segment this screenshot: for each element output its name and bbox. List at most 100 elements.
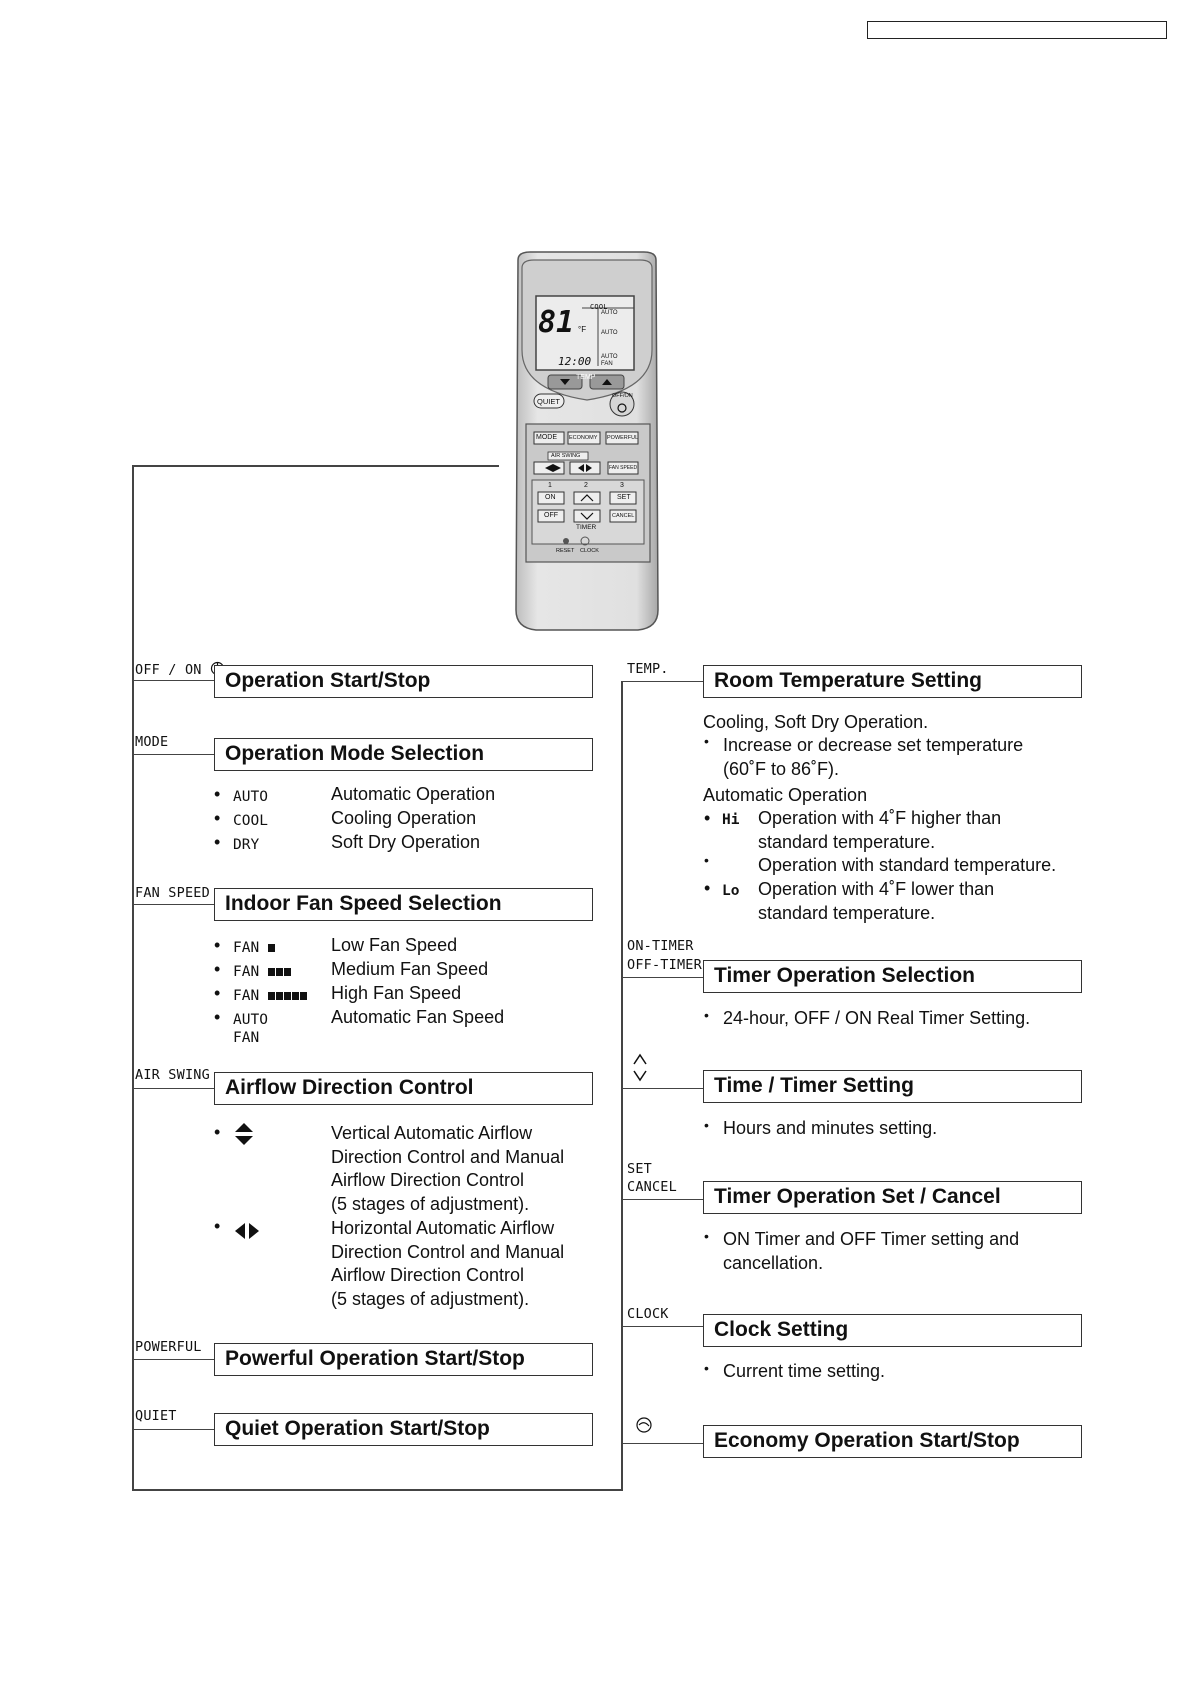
heading-quiet-operation: Quiet Operation Start/Stop xyxy=(214,1413,593,1446)
remote-timer-label: TIMER xyxy=(576,524,597,531)
remote-on-button[interactable]: ON xyxy=(545,494,556,501)
remote-lcd-mode: COOL xyxy=(590,303,608,311)
label-temp: TEMP. xyxy=(627,661,669,677)
airflow-horizontal-1: Horizontal Automatic Airflow xyxy=(331,1218,555,1238)
fan-low-code: FAN xyxy=(233,937,276,961)
airflow-vertical-3: Airflow Direction Control xyxy=(331,1170,525,1190)
label-powerful: POWERFUL xyxy=(135,1339,202,1355)
mode-code-cool: COOL xyxy=(233,813,268,829)
label-fan-speed: FAN SPEED xyxy=(135,885,210,901)
fan-bar xyxy=(275,968,283,976)
remote-reset-button[interactable]: RESET xyxy=(556,548,575,554)
label-clock: CLOCK xyxy=(627,1306,669,1322)
heading-timer-set-cancel: Timer Operation Set / Cancel xyxy=(703,1181,1082,1214)
connector-timer xyxy=(621,977,703,979)
fan-auto-code-2: FAN xyxy=(233,1030,260,1046)
temp-higher-2: standard temperature. xyxy=(758,832,936,852)
airflow-horizontal-2: Direction Control and Manual xyxy=(331,1242,565,1262)
temp-hi-code: Hi xyxy=(722,812,740,828)
remote-timer-3: 3 xyxy=(620,482,624,489)
fan-medium-desc: Medium Fan Speed xyxy=(331,959,489,979)
remote-economy-button[interactable]: ECONOMY xyxy=(569,435,598,441)
heading-airflow-direction: Airflow Direction Control xyxy=(214,1072,593,1105)
fan-high-desc: High Fan Speed xyxy=(331,983,462,1003)
remote-air-swing-label: AIR SWING xyxy=(551,453,581,459)
connector-setcancel xyxy=(621,1199,703,1201)
up-down-arrows-icon xyxy=(633,1053,647,1082)
airflow-horizontal-4: (5 stages of adjustment). xyxy=(331,1289,530,1309)
remote-lcd-auto-2: AUTO xyxy=(601,330,618,336)
airflow-vertical-1: Vertical Automatic Airflow xyxy=(331,1123,533,1143)
label-quiet: QUIET xyxy=(135,1408,177,1424)
airflow-vertical-2: Direction Control and Manual xyxy=(331,1147,565,1167)
remote-set-button[interactable]: SET xyxy=(617,494,631,501)
mode-desc-dry: Soft Dry Operation xyxy=(331,832,481,852)
timer-hours-minutes: Hours and minutes setting. xyxy=(723,1118,938,1138)
fan-medium-code: FAN xyxy=(233,961,292,985)
temp-auto: Automatic Operation xyxy=(703,785,868,805)
mode-bullet-3: • xyxy=(214,832,221,852)
remote-temp-label: TEMP xyxy=(576,374,596,381)
remote-lcd-unit: °F xyxy=(578,325,587,334)
temp-cool-dry: Cooling, Soft Dry Operation. xyxy=(703,712,929,732)
fan-bar xyxy=(267,944,275,952)
fan-auto-code-1: AUTO xyxy=(233,1012,268,1028)
remote-offon-button[interactable]: OFF/ON xyxy=(612,393,633,399)
mode-bullet-2: • xyxy=(214,808,221,828)
airflow-vertical-4: (5 stages of adjustment). xyxy=(331,1194,530,1214)
temp-range: (60˚F to 86˚F). xyxy=(723,759,840,779)
horizontal-swing-icon xyxy=(235,1223,259,1239)
remote-lcd-auto-1: AUTO xyxy=(601,310,618,316)
timer-bullet-1: • xyxy=(704,1007,709,1023)
frame-bottom-line xyxy=(132,1489,622,1491)
remote-quiet-button[interactable]: QUIET xyxy=(537,397,560,406)
fan-bullet-2: • xyxy=(214,959,221,979)
remote-mode-button[interactable]: MODE xyxy=(536,434,557,441)
connector-quiet xyxy=(132,1429,214,1431)
remote-lcd-fan: FAN xyxy=(601,361,613,367)
fan-high-code: FAN xyxy=(233,985,308,1009)
temp-bullet-2: • xyxy=(704,808,711,828)
connector-time xyxy=(621,1088,703,1090)
connector-mode xyxy=(132,754,214,756)
frame-left-line xyxy=(132,465,134,1491)
fan-bar xyxy=(283,992,291,1000)
fan-bar xyxy=(299,992,307,1000)
remote-timer-1: 1 xyxy=(548,482,552,489)
fan-bar xyxy=(275,992,283,1000)
fan-bar xyxy=(283,968,291,976)
fan-auto-desc: Automatic Fan Speed xyxy=(331,1007,505,1027)
heading-powerful-operation: Powerful Operation Start/Stop xyxy=(214,1343,593,1376)
remote-powerful-button[interactable]: POWERFUL xyxy=(607,435,639,441)
connector-fan xyxy=(132,904,214,906)
frame-top-line xyxy=(132,465,499,467)
fan-low-desc: Low Fan Speed xyxy=(331,935,458,955)
airflow-horizontal-3: Airflow Direction Control xyxy=(331,1265,525,1285)
label-off-on: OFF / ON xyxy=(135,661,225,678)
mode-desc-cool: Cooling Operation xyxy=(331,808,477,828)
remote-control-illustration: COOL 81 °F 12:00 AUTO AUTO AUTO FAN TEMP… xyxy=(508,250,666,636)
timer-bullet-4: • xyxy=(704,1360,709,1376)
label-on-timer: ON-TIMER xyxy=(627,938,694,954)
header-box xyxy=(867,21,1167,39)
connector-offon xyxy=(132,680,214,682)
heading-clock-setting: Clock Setting xyxy=(703,1314,1082,1347)
mode-code-dry: DRY xyxy=(233,837,260,853)
timer-current-time: Current time setting. xyxy=(723,1361,886,1381)
remote-off-button[interactable]: OFF xyxy=(544,512,558,519)
remote-cancel-button[interactable]: CANCEL xyxy=(612,513,635,519)
airflow-bullet-2: • xyxy=(214,1216,221,1236)
timer-bullet-2: • xyxy=(704,1117,709,1133)
vertical-swing-icon xyxy=(235,1123,253,1145)
fan-bar xyxy=(291,992,299,1000)
temp-bullet-1: • xyxy=(704,733,709,749)
mode-desc-auto: Automatic Operation xyxy=(331,784,496,804)
label-off-timer: OFF-TIMER xyxy=(627,957,702,973)
economy-icon xyxy=(636,1417,652,1433)
connector-economy xyxy=(621,1443,703,1445)
remote-fan-speed-button[interactable]: FAN SPEED xyxy=(609,465,638,471)
timer-set-cancel-1: ON Timer and OFF Timer setting and xyxy=(723,1229,1020,1249)
remote-clock-button[interactable]: CLOCK xyxy=(580,548,599,554)
connector-powerful xyxy=(132,1359,214,1361)
temp-lower-1: Operation with 4˚F lower than xyxy=(758,879,995,899)
